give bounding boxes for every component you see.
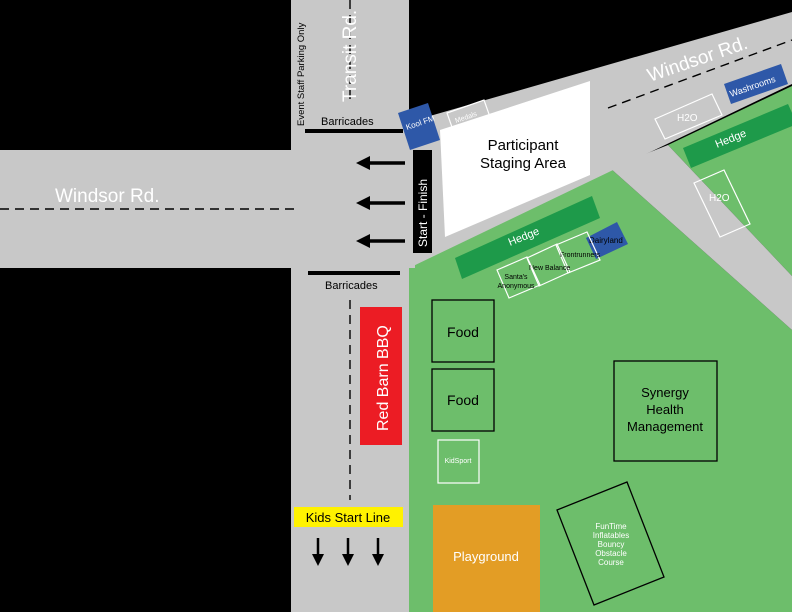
washrooms (724, 64, 788, 104)
red-barn-bbq-truck (360, 307, 402, 445)
lane-dash-windsor-diagonal (607, 39, 792, 109)
food-2-label: Food (447, 392, 479, 408)
funtime-label-line1: FunTime (595, 522, 627, 531)
kidsport-tent (437, 439, 480, 484)
start-finish-banner (413, 150, 432, 253)
hedge-left (455, 196, 600, 279)
synergy-label-line3: Management (627, 419, 703, 434)
funtime-label-line5: Course (598, 558, 624, 567)
funtime-label-line2: Inflatables (593, 531, 629, 540)
santas-anonymous-label-line2: Anonymous (498, 283, 535, 290)
hedge-right (683, 104, 792, 168)
road-label-transit: Transit Rd. (340, 10, 361, 102)
participant-staging-label-line2: Staging Area (480, 155, 567, 172)
arrow-head-3 (356, 234, 370, 248)
funtime-label-line4: Obstacle (595, 549, 627, 558)
participant-staging-area (440, 81, 590, 237)
frontrunners-tent (555, 231, 601, 274)
road-label-windsor: Windsor Rd. (55, 186, 160, 207)
frontrunners-label: Frontrunners (560, 252, 601, 259)
barricades-bottom-label: Barricades (325, 280, 378, 292)
kids-start-line-label: Kids Start Line (306, 510, 391, 525)
santas-anonymous-tent (496, 256, 541, 299)
h2o-station-top (654, 93, 723, 140)
event-staff-parking-label: Event Staff Parking Only (296, 22, 307, 126)
synergy-label-line1: Synergy (641, 385, 689, 400)
food-booth-2 (431, 368, 495, 432)
arrow-head-2 (356, 196, 370, 210)
synergy-health-tent (613, 360, 718, 462)
dairyland-booth (586, 222, 628, 259)
red-barn-bbq-label: Red Barn BBQ (375, 325, 392, 431)
funtime-label-line3: Bouncy (598, 540, 625, 549)
start-finish-label: Start - Finish (416, 179, 430, 247)
new-balance-tent (526, 243, 571, 287)
participant-staging-label-line1: Participant (488, 137, 560, 154)
synergy-label-line2: Health (646, 402, 684, 417)
barricade-top (305, 129, 403, 133)
food-booth-1 (431, 299, 495, 363)
new-balance-label: New Balance (529, 265, 570, 272)
race-direction-arrows (356, 156, 405, 248)
kids-direction-arrows (312, 538, 384, 566)
dairyland-label: Dairyland (589, 236, 623, 245)
food-1-label: Food (447, 324, 479, 340)
santas-anonymous-label-line1: Santa's (504, 274, 528, 281)
kids-arrow-head-1 (312, 554, 324, 566)
barricade-bottom (308, 271, 400, 275)
h2o-mid-label: H2O (709, 193, 730, 204)
kool-fm-booth (398, 103, 440, 150)
kidsport-label: KidSport (445, 458, 472, 465)
park-area (408, 168, 792, 612)
playground (433, 505, 540, 612)
h2o-station-mid (693, 169, 751, 238)
kids-arrow-head-3 (372, 554, 384, 566)
arrow-head-1 (356, 156, 370, 170)
kids-start-line-sign (294, 507, 403, 527)
road-connector (610, 145, 792, 330)
barricades-top-label: Barricades (321, 116, 374, 128)
playground-label: Playground (453, 549, 519, 564)
kids-arrow-head-2 (342, 554, 354, 566)
funtime-inflatables-area (556, 481, 665, 606)
h2o-top-label: H2O (677, 113, 698, 124)
